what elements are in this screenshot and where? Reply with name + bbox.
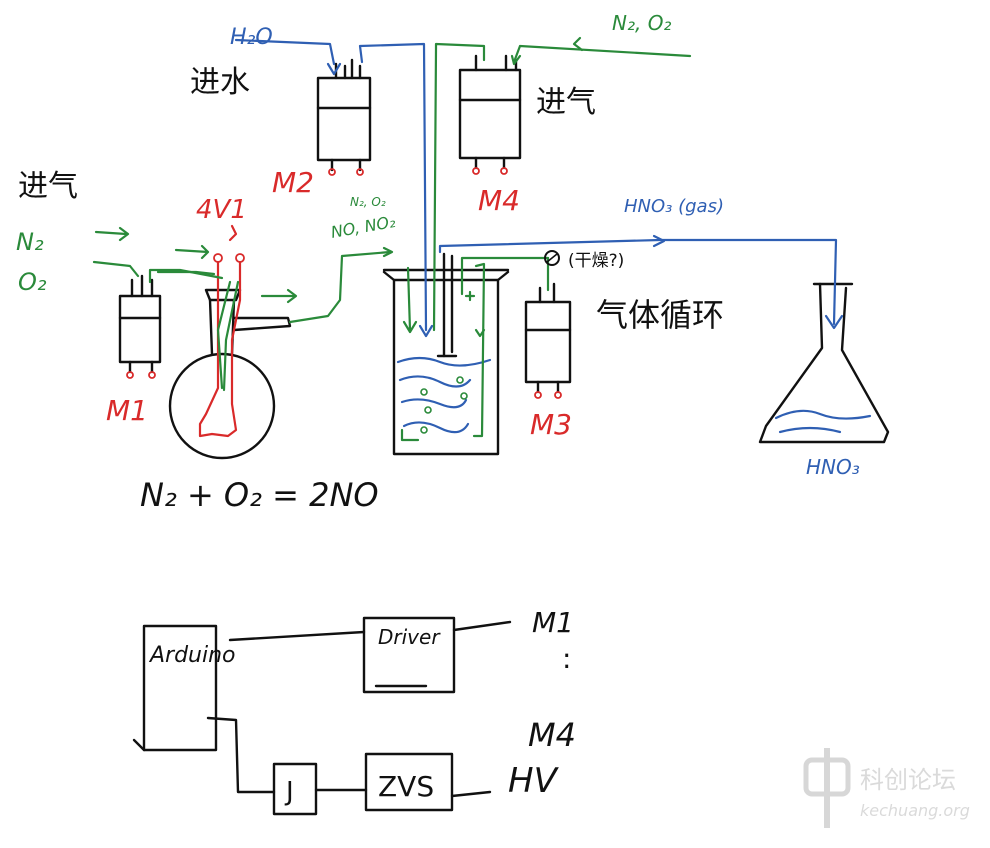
water-in-formula: H₂O (230, 25, 273, 50)
arduino-label: Arduino (148, 643, 236, 668)
water-lines (234, 38, 844, 338)
pump-m2-label: M2 (272, 166, 314, 199)
water-in-label: 进水 (190, 65, 250, 100)
gas-lines (92, 36, 692, 442)
dryer-icon (544, 250, 560, 266)
reaction-equation: N₂ + O₂ = 2NO (140, 476, 379, 514)
gas-in-top-label: 进气 (536, 85, 596, 120)
pump-m4-label: M4 (478, 184, 520, 217)
n2-label: N₂ (16, 228, 44, 256)
pump-m3-label: M3 (530, 408, 572, 441)
watermark: 科创论坛 kechuang.org (803, 748, 970, 828)
dry-note: (干燥?) (568, 251, 624, 271)
absorption-tank (382, 252, 510, 456)
gas-in-left-label: 进气 (18, 169, 78, 204)
recycled-gas-label: N₂, O₂ (350, 195, 386, 209)
gas-in-top-formula: N₂, O₂ (612, 11, 671, 35)
kechuang-logo-icon (803, 748, 851, 828)
hv-output-label: HV (508, 761, 560, 801)
watermark-cn: 科创论坛 (860, 766, 956, 794)
hno3-gas-label: HNO₃ (gas) (624, 196, 724, 217)
tank-water (396, 356, 492, 434)
pump-m3 (524, 282, 572, 399)
pump-m2 (316, 58, 372, 176)
gas-cycle-label: 气体循环 (596, 296, 724, 334)
o2-label: O₂ (18, 268, 47, 296)
conical-flask (758, 282, 890, 444)
motor-last-label: M4 (528, 716, 576, 754)
driver-label: Driver (378, 625, 441, 649)
watermark-url: kechuang.org (860, 801, 970, 820)
flask-hno3-label: HNO₃ (806, 455, 860, 479)
no-no2-label: NO, NO₂ (329, 212, 397, 242)
zvs-label: ZVS (378, 770, 434, 803)
pump-m1 (118, 274, 162, 379)
hv-electrodes (198, 224, 245, 438)
pump-m1-label: M1 (106, 394, 148, 427)
motor-dots: : (562, 642, 571, 675)
pump-m4 (458, 54, 522, 175)
motor-first-label: M1 (532, 606, 574, 639)
circuit-wires (132, 616, 512, 816)
hv-label: 4V1 (196, 195, 247, 225)
relay-label: J (284, 777, 294, 807)
reaction-flask (168, 288, 292, 460)
